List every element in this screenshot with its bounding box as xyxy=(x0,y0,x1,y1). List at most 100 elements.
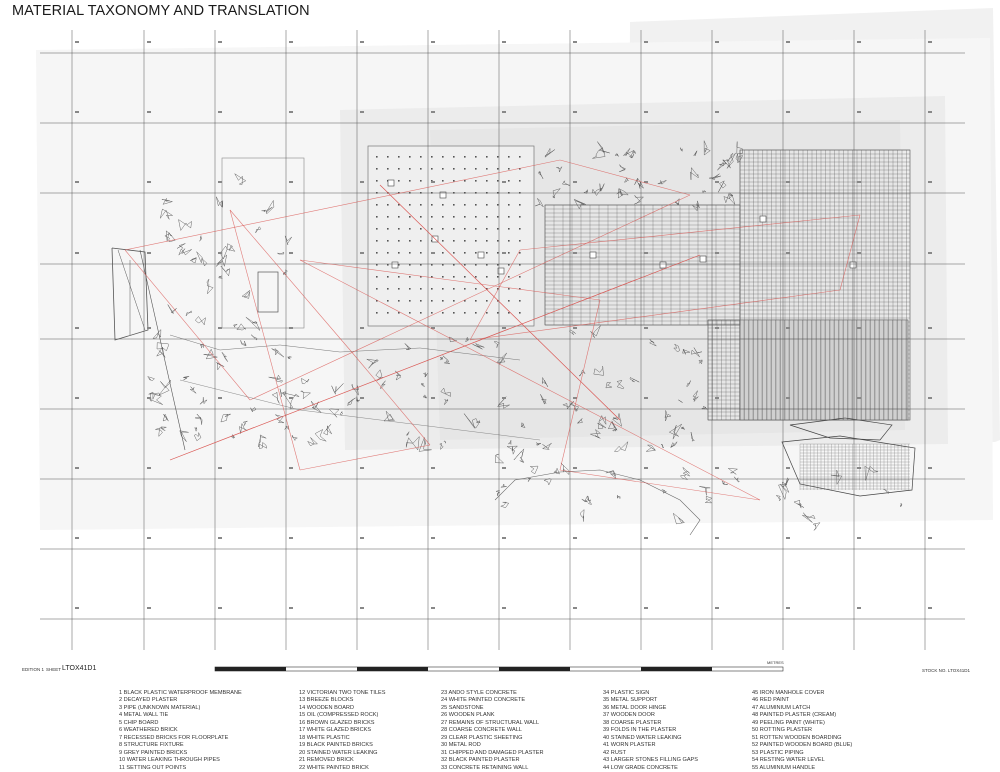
grid-marker xyxy=(502,181,506,183)
grid-marker xyxy=(715,252,719,254)
grid-marker xyxy=(573,252,577,254)
material-fragment xyxy=(673,343,680,353)
grid-marker xyxy=(715,467,719,469)
material-fragment xyxy=(323,424,332,436)
grid-marker xyxy=(360,537,364,539)
legend-item: 20 STAINED WATER LEAKING xyxy=(299,749,378,756)
material-fragment xyxy=(266,199,275,215)
rivet-dot xyxy=(398,204,400,206)
grid-marker xyxy=(502,467,506,469)
grid-marker xyxy=(644,537,648,539)
rivet-dot xyxy=(420,228,422,230)
grid-marker xyxy=(928,252,932,254)
legend-item: 30 METAL ROD xyxy=(441,742,481,749)
material-fragment xyxy=(508,440,512,445)
rivet-dot xyxy=(475,216,477,218)
grid-marker xyxy=(857,111,861,113)
grid-marker xyxy=(502,607,506,609)
material-fragment xyxy=(185,310,193,317)
rivet-dot xyxy=(519,288,521,290)
rivet-dot xyxy=(475,240,477,242)
grid-marker xyxy=(502,397,506,399)
grid-marker xyxy=(928,111,932,113)
rivet-dot xyxy=(453,252,455,254)
material-fragment xyxy=(552,188,561,199)
material-fragment xyxy=(529,465,539,475)
material-fragment xyxy=(422,394,427,399)
grid-marker xyxy=(75,327,79,329)
material-fragment xyxy=(251,334,258,341)
rivet-dot xyxy=(486,264,488,266)
grid-marker xyxy=(75,181,79,183)
grid-marker xyxy=(147,537,151,539)
rivet-dot xyxy=(431,216,433,218)
rivet-dot xyxy=(453,156,455,158)
material-fragment xyxy=(615,153,620,157)
grid-marker xyxy=(786,537,790,539)
material-fragment xyxy=(781,477,790,488)
material-fragment xyxy=(690,166,699,180)
material-fragment xyxy=(221,352,228,362)
material-fragment xyxy=(405,435,420,451)
material-fragment xyxy=(418,436,432,452)
material-fragment xyxy=(702,190,707,194)
rivet-dot xyxy=(431,312,433,314)
fixture-square xyxy=(497,267,505,275)
rivet-dot xyxy=(464,168,466,170)
rivet-dot xyxy=(398,288,400,290)
rivet-dot xyxy=(420,288,422,290)
legend-item: 35 METAL SUPPORT xyxy=(603,697,658,704)
material-fragment xyxy=(682,466,690,477)
grid-marker xyxy=(289,537,293,539)
rivet-dot xyxy=(376,156,378,158)
grid-marker xyxy=(928,467,932,469)
rivet-dot xyxy=(486,240,488,242)
legend-item: 37 WOODEN DOOR xyxy=(603,712,655,719)
material-fragment xyxy=(162,413,169,422)
material-fragment xyxy=(178,248,192,256)
fixture-square xyxy=(387,179,395,187)
legend-item: 26 WOODEN PLANK xyxy=(441,712,495,719)
grid-marker xyxy=(573,607,577,609)
material-fragment xyxy=(183,376,190,381)
legend-item: 43 LARGER STONES FILLING GAPS xyxy=(603,757,699,764)
legend-item: 19 BLACK PAINTED BRICKS xyxy=(299,742,373,749)
brick-hatch xyxy=(544,204,740,326)
material-fragment xyxy=(721,480,729,485)
rivet-dot xyxy=(442,216,444,218)
material-fragment xyxy=(682,348,691,355)
material-fragment xyxy=(271,391,280,404)
connector-line xyxy=(299,444,431,471)
material-fragment xyxy=(284,425,289,431)
material-fragment xyxy=(583,189,589,194)
rivet-dot xyxy=(420,240,422,242)
rivet-dot xyxy=(486,300,488,302)
material-fragment xyxy=(734,476,740,483)
fixture-square xyxy=(849,261,857,269)
rivet-dot xyxy=(431,168,433,170)
rivet-dot xyxy=(486,216,488,218)
legend-item: 12 VICTORIAN TWO TONE TILES xyxy=(299,690,386,696)
rivet-dot xyxy=(387,168,389,170)
material-fragment xyxy=(149,392,163,405)
connector-line xyxy=(124,159,561,251)
rivet-dot xyxy=(387,228,389,230)
rivet-dot xyxy=(431,300,433,302)
grid-marker xyxy=(715,111,719,113)
rivet-dot xyxy=(431,276,433,278)
rivet-dot xyxy=(398,216,400,218)
rivet-dot xyxy=(376,252,378,254)
material-fragment xyxy=(234,173,247,185)
rivet-dot xyxy=(508,216,510,218)
grid-marker xyxy=(786,607,790,609)
rivet-dot xyxy=(398,228,400,230)
legend-item: 13 BREEZE BLOCKS xyxy=(299,697,354,704)
rivet-dot xyxy=(519,300,521,302)
legend-item: 39 FOLDS IN THE PLASTER xyxy=(603,727,677,734)
rivet-dot xyxy=(409,252,411,254)
rivet-dot xyxy=(409,264,411,266)
material-fragment xyxy=(422,372,428,378)
grid-marker xyxy=(147,181,151,183)
grid-marker xyxy=(857,397,861,399)
connector-line xyxy=(229,209,301,471)
